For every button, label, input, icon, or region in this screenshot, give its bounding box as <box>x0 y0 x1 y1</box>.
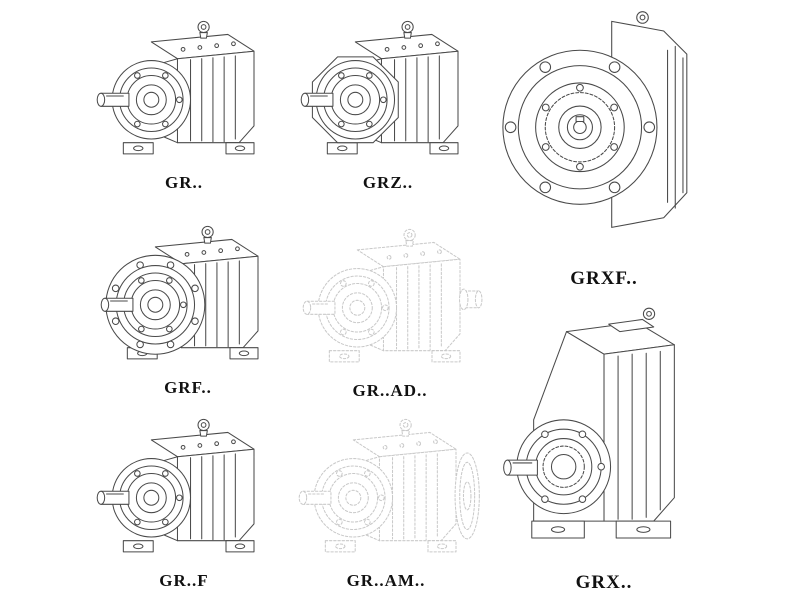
gearbox-figure-grz: GRZ.. <box>290 10 486 193</box>
gearbox-shaft-end <box>96 458 192 538</box>
gearbox-label-grx: GRX.. <box>575 572 633 593</box>
gearbox-figure-grxf: GRXF.. <box>498 4 710 290</box>
gearbox-label-grf: GRF.. <box>164 378 212 397</box>
gearbox-label-grad: GR..AD.. <box>352 381 428 400</box>
gearbox-shaft-end <box>302 268 398 348</box>
gearbox-figure-grft: GR..F <box>86 408 282 591</box>
gearbox-figure-grad: GR..AD.. <box>292 218 488 401</box>
gearbox-drawing-gr <box>96 20 255 155</box>
gearbox-figure-grx: GRX.. <box>496 296 712 594</box>
gearbox-label-gr: GR.. <box>165 173 203 192</box>
gearbox-shaft-end <box>96 60 192 140</box>
gearbox-drawing-grx <box>503 307 675 539</box>
gearbox-label-gram: GR..AM.. <box>346 571 426 590</box>
gearbox-shaft-end <box>300 60 396 140</box>
gearbox-drawing-grft <box>96 418 255 553</box>
gearbox-motor-flange <box>454 452 480 540</box>
gearbox-label-grz: GRZ.. <box>362 173 414 192</box>
gearbox-figure-grf: GRF.. <box>90 215 286 398</box>
gearbox-input-adapter <box>459 288 483 311</box>
gearbox-drawing-grz <box>300 20 459 155</box>
gearbox-shaft-end <box>298 458 394 538</box>
gearbox-label-grft: GR..F <box>159 571 209 590</box>
gearbox-label-grxf: GRXF.. <box>570 268 638 289</box>
gearbox-drawing-grxf <box>502 11 688 228</box>
gearbox-drawing-gram <box>298 418 480 553</box>
gearbox-figure-gram: GR..AM.. <box>288 408 484 591</box>
gearbox-figure-gr: GR.. <box>86 10 282 193</box>
gearbox-drawing-grf <box>100 225 259 360</box>
gearbox-drawing-grad <box>302 228 483 363</box>
